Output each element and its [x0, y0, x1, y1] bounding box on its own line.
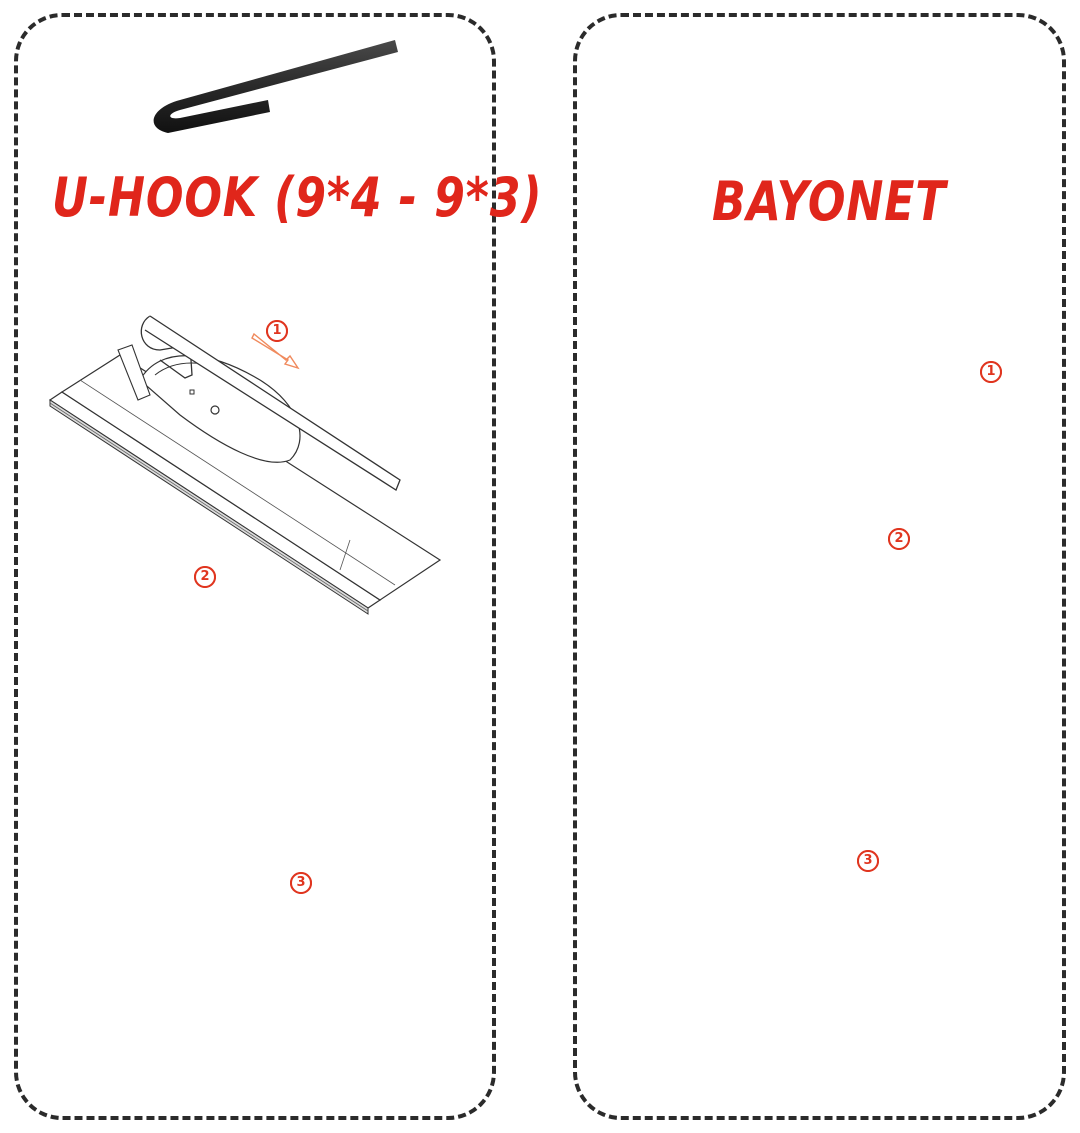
step-1-badge-left: 1: [266, 320, 288, 342]
step-3-badge-right: 3: [857, 850, 879, 872]
u-hook-arm-icon: [153, 28, 410, 133]
bayonet-title: BAYONET: [712, 170, 947, 233]
bayonet-panel: [573, 13, 1066, 1120]
u-hook-title: U-HOOK (9*4 - 9*3): [52, 166, 543, 229]
u-hook-step-1-illustration: [49, 315, 441, 615]
step-2-badge-left: 2: [194, 566, 216, 588]
step-3-badge-left: 3: [290, 872, 312, 894]
step-2-badge-right: 2: [888, 528, 910, 550]
u-hook-panel: [14, 13, 496, 1120]
step-1-badge-right: 1: [980, 361, 1002, 383]
